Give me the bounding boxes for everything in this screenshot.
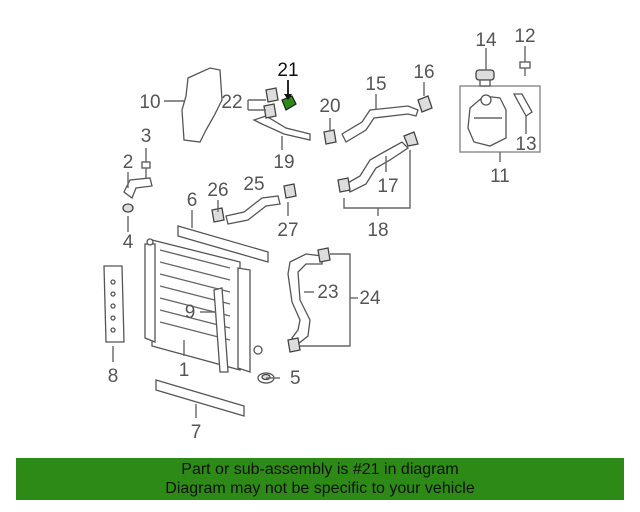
callout-26: 26 [207,180,228,201]
clamp-18a [337,177,351,193]
callout-9: 9 [185,302,196,323]
coolant-reservoir [467,94,507,147]
nut-4 [122,203,134,213]
clamp-18b [403,131,419,147]
callout-6: 6 [187,190,198,211]
callout-16: 16 [413,62,434,83]
bracket-18 [343,150,411,209]
reservoir-bolt [519,61,531,76]
clamp-27 [283,183,297,199]
callout-2: 2 [123,152,134,173]
callout-13: 13 [515,134,536,155]
hose-19 [252,115,311,141]
banner-line-2: Diagram may not be specific to your vehi… [165,480,475,497]
bracket-24 [300,253,351,347]
callout-10: 10 [139,92,160,113]
callout-19: 19 [273,152,294,173]
callout-20: 20 [319,96,340,117]
callout-8: 8 [108,366,119,387]
upper-bracket [177,225,269,263]
callout-15: 15 [365,74,386,95]
callout-11: 11 [490,166,510,187]
callout-23: 23 [317,282,338,303]
reservoir-hose [512,93,533,117]
bolt-3 [141,161,151,178]
callout-27: 27 [277,220,298,241]
clamp-20 [323,129,337,145]
callout-labels: 1 2 3 4 5 6 7 8 9 10 11 12 13 14 15 16 1… [108,26,537,443]
lower-bracket [155,379,245,417]
hose-15 [341,105,419,143]
clamp-16 [417,95,433,113]
callout-3: 3 [141,126,152,147]
callout-1: 1 [179,360,190,381]
callout-5: 5 [290,368,301,389]
callout-25: 25 [243,174,264,195]
side-seal [103,265,125,343]
air-deflector [181,67,223,143]
callout-4: 4 [123,232,134,253]
callout-14: 14 [475,30,497,51]
callout-24: 24 [359,288,381,309]
reservoir-cap [475,69,495,87]
seal-strip [213,287,229,373]
mount-bracket [123,177,153,200]
hose-25 [225,195,281,225]
hose-17 [345,141,410,193]
callout-12: 12 [514,26,535,47]
banner-line-1: Part or sub-assembly is #21 in diagram [181,461,459,478]
callout-18: 18 [367,220,388,241]
callout-7: 7 [191,422,202,443]
leader-lines [112,46,527,418]
radiator [144,238,263,373]
callout-22: 22 [221,92,242,113]
callout-21: 21 [277,60,298,81]
clamp-24a [317,247,331,263]
clamp-24b [287,337,301,353]
clamp-22 [263,87,279,119]
callout-17: 17 [377,176,398,197]
info-banner: Part or sub-assembly is #21 in diagram D… [16,458,624,500]
